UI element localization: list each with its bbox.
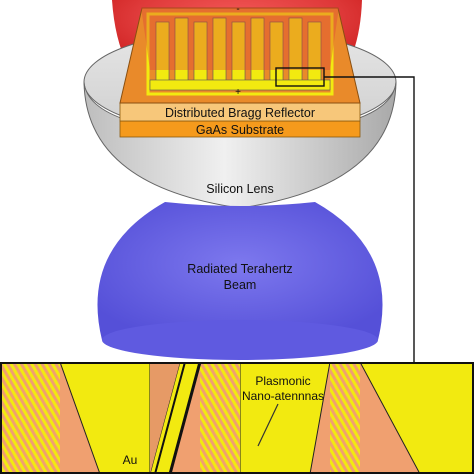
gold-label: Au: [123, 453, 138, 467]
antenna-label-line2: Nano-atennnas: [242, 389, 324, 403]
nano-antennas-center: [200, 362, 240, 474]
plus-sign-icon: +: [235, 87, 241, 98]
beam-label-line1: Radiated Terahertz: [187, 262, 292, 276]
substrate-label: GaAs Substrate: [196, 123, 284, 137]
terahertz-beam-base: [102, 320, 378, 360]
electrode-array: [146, 12, 334, 96]
gold-electrode-left: [59, 362, 151, 474]
nano-antennas-right: [330, 362, 360, 474]
zoomed-antenna-view: [0, 362, 474, 474]
antenna-pointer-line: [257, 403, 279, 447]
laser-spot-overlay: [140, 0, 340, 70]
lens-label: Silicon Lens: [206, 182, 273, 196]
minus-sign-icon: -: [236, 4, 239, 15]
zoom-frame: [0, 362, 474, 474]
antenna-label-line1: Plasmonic: [255, 374, 310, 388]
dbr-label: Distributed Bragg Reflector: [165, 106, 315, 120]
terahertz-beam: [97, 202, 383, 340]
zoom-connector-line: [324, 76, 415, 364]
gold-electrode-right: [359, 362, 474, 474]
beam-label-line2: Beam: [224, 278, 257, 292]
nano-antennas-left: [0, 362, 60, 474]
